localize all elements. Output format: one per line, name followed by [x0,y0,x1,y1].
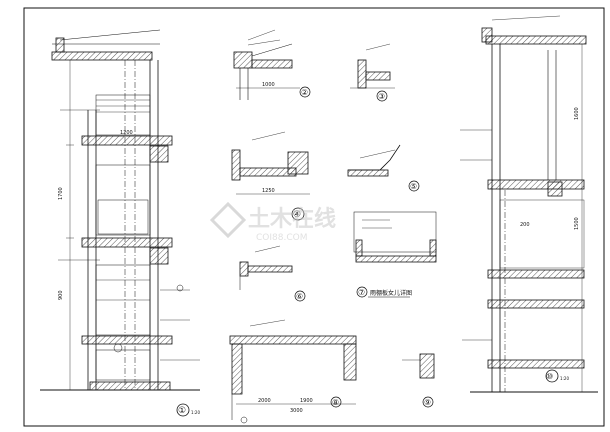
detail-5-label: ⑤ [410,182,417,191]
watermark-cn: 土木在线 [248,206,336,232]
detail-2-dim: 1000 [262,82,275,88]
watermark-en: COI88.COM [256,233,307,243]
detail-4-label: ④ [293,210,301,220]
dim-1200: 1200 [120,130,133,136]
detail-2-section: 1000 ② [233,29,311,100]
detail-6-section: ⑥ [239,245,306,302]
detail-1-section: 1700 900 1200 ① 1:20 [40,29,200,417]
detail-3-section: ③ [350,43,395,102]
detail-8-label: ⑧ [332,398,339,407]
detail-10-section: 1600 1500 200 ⑩ 1:20 [460,15,598,393]
detail-4-section: 1250 ④ [231,131,310,221]
detail-8-dim-b: 1900 [300,398,313,404]
detail-7-section: ⑦ 雨棚板女儿详图 [353,211,437,298]
detail-10-dim-b: 1500 [574,217,580,230]
detail-10-dim-c: 200 [520,222,530,228]
detail-2-label: ② [301,88,308,97]
detail-3-label: ③ [378,92,385,101]
detail-1-scale: 1:20 [191,410,200,415]
detail-4-dim: 1250 [262,188,275,194]
detail-5-section: ⑤ [347,144,420,192]
detail-8-section: 2000 1900 3000 ⑧ [229,319,357,424]
detail-8-dim-a: 2000 [258,398,271,404]
detail-1-label: ① [178,406,186,416]
detail-9-label: ⑨ [424,398,431,407]
watermark: 土木在线 COI88.COM [209,201,336,243]
detail-10-scale: 1:20 [560,376,569,381]
dim-900: 900 [58,290,64,300]
dim-1700: 1700 [58,187,64,200]
detail-10-label: ⑩ [546,372,553,381]
detail-10-dim-a: 1600 [574,107,580,120]
detail-7-title: 雨棚板女儿详图 [370,289,412,297]
detail-8-dim-c: 3000 [290,408,303,414]
sheet-border [23,7,605,427]
detail-6-label: ⑥ [296,292,303,301]
detail-9-section: ⑨ [402,353,435,408]
detail-7-label: ⑦ [358,288,365,297]
